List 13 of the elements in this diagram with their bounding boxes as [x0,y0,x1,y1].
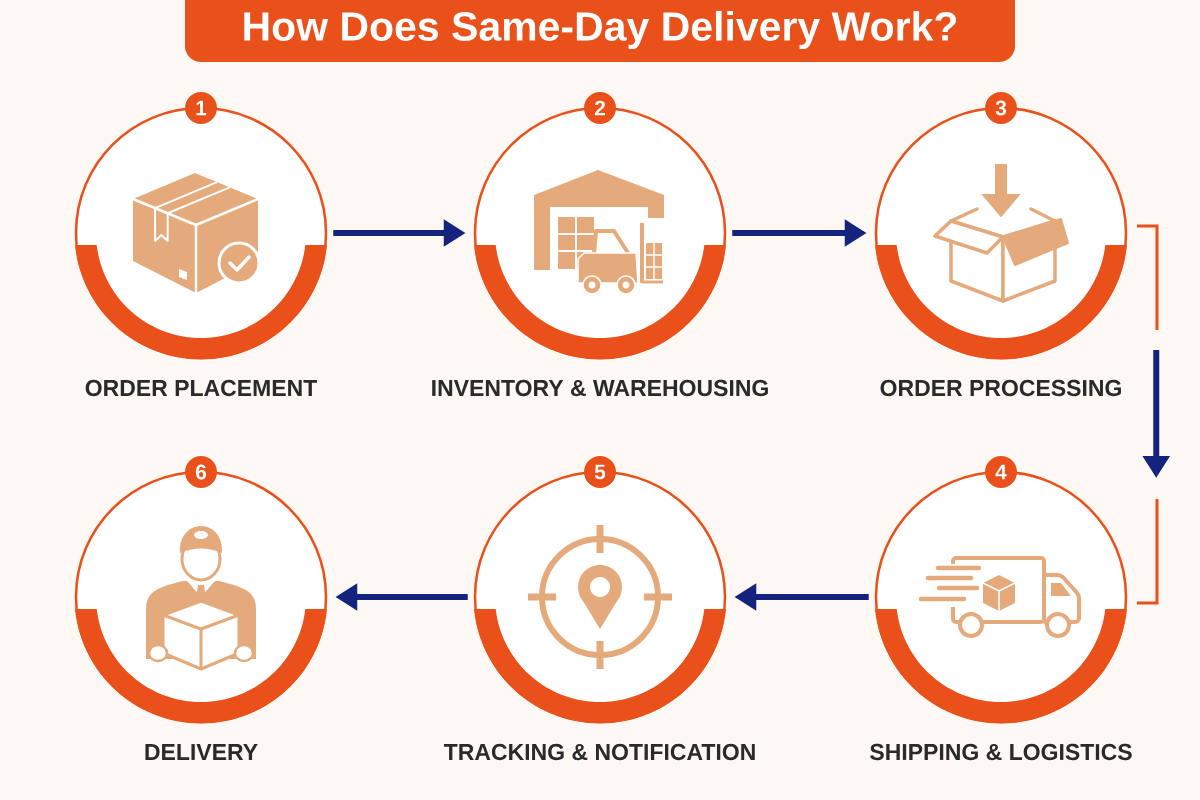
number-badge: 6 [185,456,217,488]
number-badge: 5 [584,456,616,488]
title-banner: How Does Same-Day Delivery Work? [185,0,1015,62]
step-label: DELIVERY [145,744,258,760]
step-label: ORDER PLACEMENT [85,379,317,397]
number-badge: 4 [985,456,1017,488]
number-badge: 2 [584,92,616,124]
number-badge: 3 [985,92,1017,124]
step-label: SHIPPING & LOGISTICS [870,743,1132,761]
step-label: TRACKING & NOTIFICATION [443,743,755,761]
step-label: ORDER PROCESSING [880,379,1121,397]
step-label: INVENTORY & WAREHOUSING [432,379,768,397]
number-badge: 1 [185,92,217,124]
